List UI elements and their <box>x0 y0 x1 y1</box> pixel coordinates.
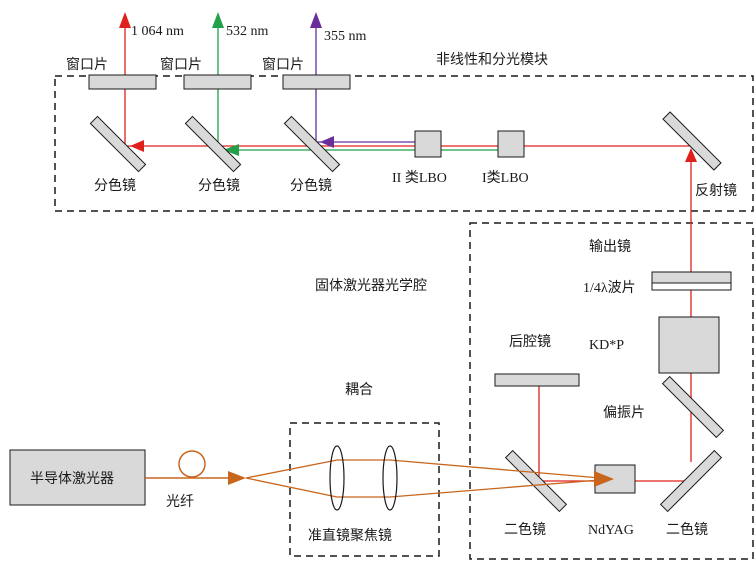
window-plate-2 <box>183 74 252 90</box>
label-module-title: 非线性和分光模块 <box>436 52 548 68</box>
dichroic-mirror-left <box>504 449 568 513</box>
label-dichroic-left: 二色镜 <box>504 521 546 538</box>
label-window-2: 窗口片 <box>160 56 202 73</box>
polarizer <box>661 375 725 439</box>
label-output-mirror: 输出镜 <box>589 239 631 255</box>
dichroic-mirror-1 <box>89 115 147 173</box>
diode-laser-box <box>9 449 146 506</box>
cavity-box <box>469 222 754 560</box>
window-plate-3 <box>282 74 351 90</box>
label-355: 355 nm <box>324 29 367 44</box>
label-dichroic-right: 二色镜 <box>666 521 708 538</box>
lbo-type2-crystal <box>414 130 442 158</box>
dichroic-mirror-3 <box>283 115 341 173</box>
label-diode-laser: 半导体激光器 <box>30 470 114 487</box>
label-rear-mirror: 后腔镜 <box>509 334 551 350</box>
label-reflector: 反射镜 <box>695 183 737 199</box>
ndyag-crystal <box>594 464 636 494</box>
arrow-pump <box>594 471 614 487</box>
label-dichroic-2: 分色镜 <box>198 177 240 194</box>
label-cavity-title: 固体激光器光学腔 <box>315 277 427 294</box>
arrow-355-left <box>320 136 334 148</box>
nonlinear-module-box <box>54 75 754 212</box>
label-1064: 1 064 nm <box>131 24 184 39</box>
collimating-lens <box>329 445 345 511</box>
rear-cavity-mirror <box>494 373 580 387</box>
arrow-reflector-up <box>685 148 697 162</box>
pump-beam-lower-out <box>389 478 613 498</box>
label-quarter-wave: 1/4λ波片 <box>583 280 636 296</box>
label-fiber: 光纤 <box>166 494 194 510</box>
label-window-1: 窗口片 <box>66 56 108 73</box>
pump-beam-upper-out <box>389 459 613 480</box>
label-lens: 准直镜聚焦镜 <box>308 527 392 544</box>
label-532: 532 nm <box>226 24 269 39</box>
arrow-532-left <box>223 144 239 156</box>
label-lbo-type2: II 类LBO <box>392 170 447 186</box>
label-window-3: 窗口片 <box>262 56 304 73</box>
arrow-1064-out <box>119 12 131 28</box>
reflector-mirror <box>662 111 722 171</box>
fiber-coil-icon <box>178 450 206 478</box>
arrow-1064-left <box>130 140 144 152</box>
lbo-type1-crystal <box>497 130 525 158</box>
label-dichroic-1: 分色镜 <box>94 177 136 194</box>
output-mirror <box>651 271 732 285</box>
label-ndyag: NdYAG <box>588 523 634 538</box>
label-dichroic-3: 分色镜 <box>290 177 332 194</box>
label-polarizer: 偏振片 <box>603 405 645 421</box>
kdp-crystal <box>658 316 720 374</box>
dichroic-mirror-right <box>659 449 723 513</box>
label-kdp: KD*P <box>589 338 624 353</box>
pump-beam-upper-in <box>245 459 338 479</box>
dichroic-mirror-2 <box>184 115 242 173</box>
arrow-532-out <box>212 12 224 28</box>
arrow-fiber <box>228 471 246 485</box>
arrow-355-out <box>310 12 322 28</box>
coupling-box <box>289 422 440 557</box>
focusing-lens <box>382 445 398 511</box>
label-coupling: 耦合 <box>345 382 373 398</box>
window-plate-1 <box>88 74 157 90</box>
label-lbo-type1: I类LBO <box>482 170 529 186</box>
quarter-wave-plate <box>651 282 732 291</box>
pump-beam-lower-in <box>245 477 338 498</box>
